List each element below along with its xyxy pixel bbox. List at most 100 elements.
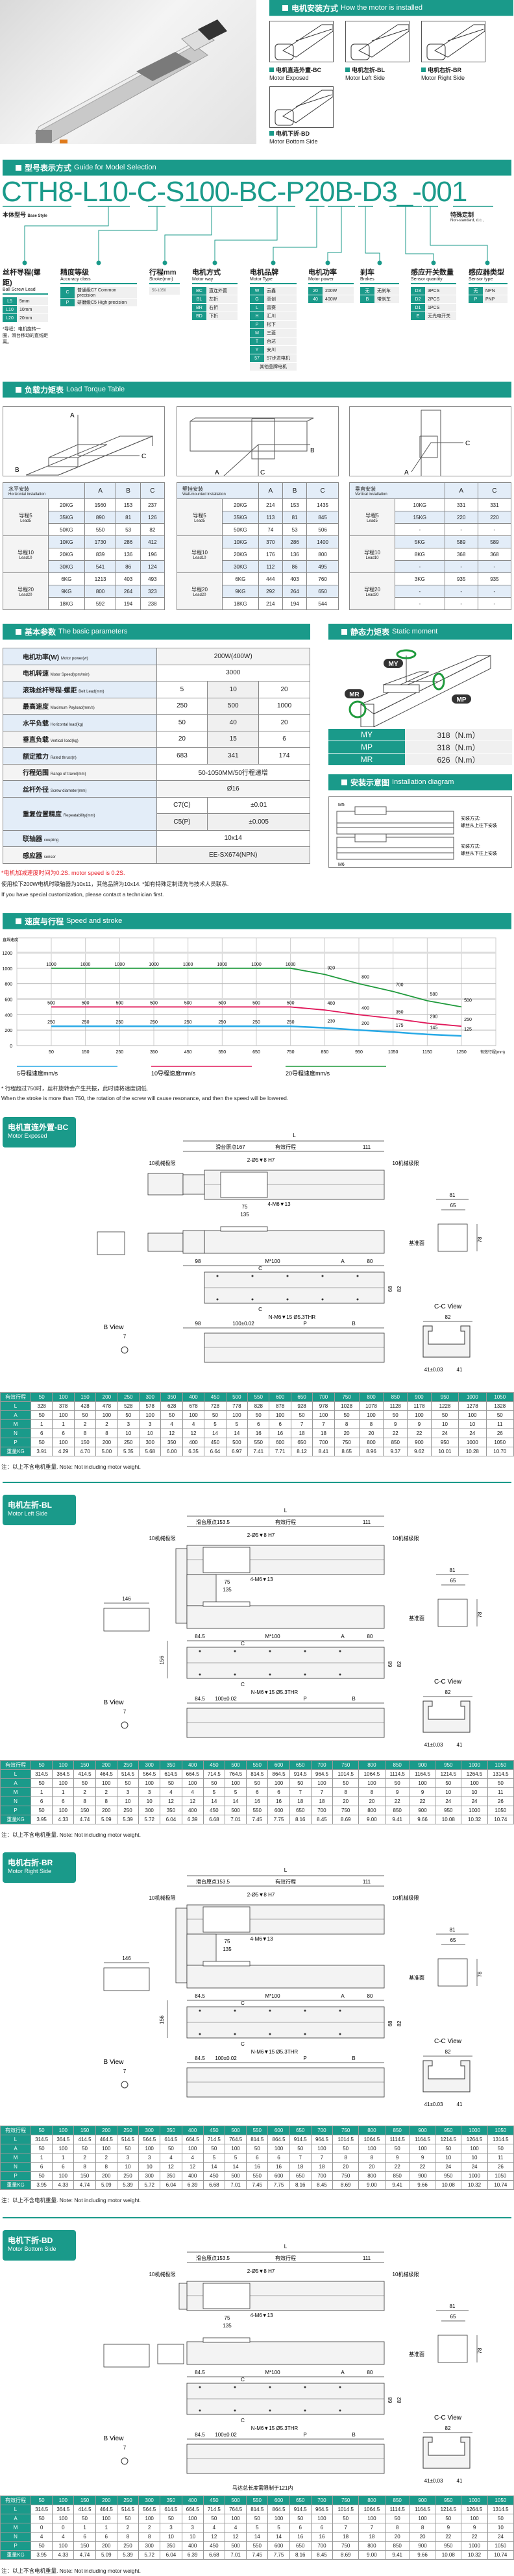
table-cell: 300	[138, 2541, 161, 2551]
table-cell: 12	[181, 1797, 204, 1806]
table-cell: 1000	[458, 1438, 487, 1447]
dim-label-d75: 75	[242, 1204, 248, 1210]
table-cell: 50	[334, 1410, 360, 1420]
table-cell: 4.33	[52, 2550, 75, 2560]
option-code: 无	[360, 287, 374, 295]
row-label: 重量KG	[0, 1815, 31, 1824]
table-cell: 20	[384, 2532, 410, 2542]
table-cell: 550	[246, 2171, 269, 2181]
dim-label-C: C	[241, 2041, 245, 2047]
label-en: Motor Bottom Side	[269, 138, 318, 145]
param-en: Vertical load(kg)	[50, 739, 79, 744]
dim-label-P: P	[303, 2055, 306, 2061]
table-cell: 100	[461, 2144, 488, 2153]
param-value: 1000	[258, 697, 310, 715]
dim-label-w81: 81	[450, 1192, 456, 1198]
table-cell: 100	[458, 1410, 487, 1420]
part-outline	[175, 1548, 188, 1624]
stroke-column: 800	[358, 1760, 386, 1770]
dim-label-pitch: 100±0.02	[215, 2432, 237, 2438]
torque-value: 74	[258, 523, 283, 536]
m6-label: M6	[338, 863, 345, 867]
torque-value: 544	[306, 597, 339, 610]
dim-label-h82: 82	[397, 1286, 402, 1292]
table-cell: 8.16	[289, 2180, 312, 2190]
table-row: ---	[350, 560, 512, 573]
dim-label-h78: 78	[477, 1612, 483, 1617]
table-cell: 100	[52, 2541, 75, 2551]
torque-value: 760	[306, 572, 339, 585]
table-cell: 100	[139, 1410, 162, 1420]
custom-en: Non-standard, d.c.,	[450, 219, 484, 223]
table-cell: 9.66	[409, 1815, 436, 1824]
dim-label-h82: 82	[397, 2020, 402, 2026]
mount-hole	[251, 1298, 254, 1301]
section-title-en: Motor Exposed	[8, 1133, 47, 1139]
table-cell: 250	[116, 2171, 140, 2181]
data-label: 250	[150, 1020, 158, 1025]
table-cell: 8.45	[310, 2180, 334, 2190]
lead-cn: 导程5	[193, 512, 206, 519]
stroke-column: 600	[267, 2126, 290, 2135]
table-cell: 8	[384, 2523, 410, 2533]
torque-value: 444	[258, 572, 283, 585]
param-value: 20	[258, 681, 310, 698]
load-diagram-horizontal: ACB	[3, 406, 165, 476]
table-cell: 5	[225, 1419, 249, 1429]
dim-label-C: C	[241, 1682, 245, 1687]
dim-label-stroke: 有效行程	[275, 1144, 296, 1150]
table-cell: 8	[73, 2162, 96, 2172]
install-type-en: Wall-mounted installation	[182, 492, 226, 497]
table-cell: 12	[202, 2532, 225, 2542]
table-cell: 24	[430, 1429, 459, 1438]
part-outline	[97, 1231, 125, 1255]
table-cell: 200	[95, 1438, 118, 1447]
dim-label-d135: 135	[240, 1212, 249, 1218]
mr-label: MR	[349, 691, 360, 698]
table-cell: 20	[332, 2162, 360, 2172]
table-cell: 664.5	[181, 2135, 204, 2144]
table-cell: 600	[267, 1806, 290, 1815]
label-cn: 电机直连外置-BC	[269, 66, 321, 74]
table-cell: 6.68	[202, 2550, 225, 2560]
weight-note: 注：以上不含电机重量. Note: Not including motor we…	[1, 1832, 141, 1838]
table-cell: 1050	[487, 2541, 514, 2551]
table-cell: 14	[224, 2162, 247, 2172]
column-header: C	[477, 482, 512, 499]
torque-value: 286	[116, 535, 141, 548]
dim-label-d41b: 41	[457, 2478, 463, 2484]
square-bullet-icon	[282, 5, 288, 11]
mount-hole	[199, 1673, 201, 1676]
torque-value: 1560	[84, 498, 117, 511]
table-cell: 764.5	[224, 2135, 247, 2144]
stroke-column: 400	[182, 1392, 205, 1402]
option-title-en: Motor Type	[250, 277, 297, 284]
table-cell: 814.5	[246, 2135, 269, 2144]
table-cell: 1064.5	[358, 1769, 386, 1779]
mount-hole	[304, 1673, 306, 1676]
section-title-cn: 电机直连外置-BC	[8, 1123, 69, 1132]
table-cell: 7	[310, 1787, 334, 1797]
stroke-column: 1050	[485, 1392, 514, 1402]
table-cell: 100	[409, 2144, 436, 2153]
param-en: Horizontal load(kg)	[50, 722, 84, 727]
table-cell: 314.5	[30, 2135, 53, 2144]
param-label: 额定推力 Rated thrust(n)	[3, 747, 157, 765]
load-weight: 10KG	[48, 535, 85, 548]
stroke-column: 300	[138, 1760, 161, 1770]
row-label: L	[0, 1401, 31, 1411]
dim-label-holes: N-M6▼15 Ø5.3THR	[251, 2049, 299, 2055]
header-en: Installation diagram	[392, 778, 454, 786]
data-label: 500	[252, 1001, 260, 1005]
dim-label-bview: B View	[104, 2059, 125, 2066]
precision-grade: C5(P)	[156, 813, 208, 831]
